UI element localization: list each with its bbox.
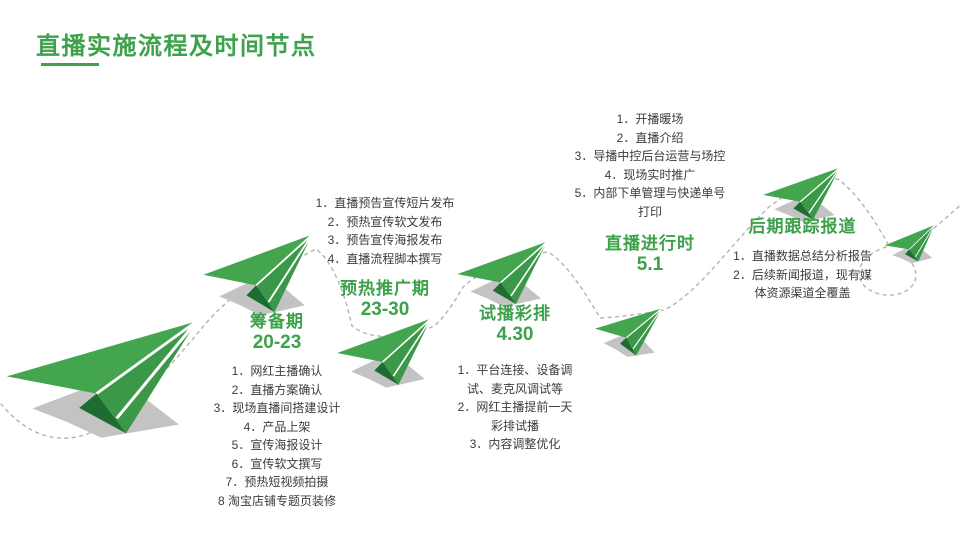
phase-list-item-line: 1．网红主播确认 [231, 364, 323, 378]
phase-list-item-line: 2．直播方案确认 [231, 382, 323, 397]
phase-list-item-line: 1．平台连接、设备调 [457, 363, 573, 377]
title-underline [41, 63, 99, 66]
phase-list-item-line: 3．现场直播间搭建设计 [213, 401, 341, 415]
phase-list-item-line: 7．预热短视频拍摄 [225, 475, 329, 489]
phase-list-item-line: 5．内部下单管理与快递单号 [574, 186, 726, 200]
phase-dates: 23-30 [360, 299, 410, 320]
phase-list-item-line: 体资源渠道全覆盖 [754, 286, 851, 300]
phase-list-item-line: 2．直播介绍 [616, 130, 684, 145]
phase-dates: 20-23 [252, 332, 302, 353]
phase-list-item-line: 2．后续新闻报道，现有媒 [733, 267, 872, 282]
phase-section-warmup-promotion: 1．直播预告宣传短片发布 2．预热宣传软文发布 3．预告宣传海报发布 4．直播流程脚本… [290, 194, 480, 320]
phase-list-item-line: 彩排试播 [490, 418, 539, 433]
phase-title: 筹备期 [250, 312, 304, 331]
phase-section-live-streaming: 1．开播暖场 2．直播介绍 3．导播中控后台运营与场控 4．现场实时推广 5．内部下单管… [555, 110, 745, 275]
phase-item-list: 1．直播预告宣传短片发布 2．预热宣传软文发布 3．预告宣传海报发布 4．直播流程脚本… [290, 194, 480, 268]
phase-list-item-line: 6．宣传软文撰写 [231, 456, 323, 471]
phase-list-item-line: 5．宣传海报设计 [231, 438, 323, 452]
phase-list-item-line: 4．现场实时推广 [604, 167, 696, 182]
phase-heading: 后期跟踪报道 [710, 216, 895, 237]
phase-item-list: 1．平台连接、设备调试、麦克风调试等 2．网红主播提前一天彩排试播 3．内容调整优化 [425, 361, 605, 454]
phase-title: 后期跟踪报道 [748, 217, 857, 236]
phase-list-item-line: 3．导播中控后台运营与场控 [574, 149, 726, 163]
phase-title: 试播彩排 [479, 304, 551, 323]
phase-title: 直播进行时 [605, 234, 695, 253]
phase-list-item-line: 1．直播预告宣传短片发布 [315, 196, 455, 210]
phase-list-item-line: 4．产品上架 [243, 419, 311, 434]
phase-item-list: 1．开播暖场 2．直播介绍 3．导播中控后台运营与场控 4．现场实时推广 5．内部下单管… [555, 110, 745, 221]
phase-dates: 4.30 [496, 324, 534, 345]
phase-list-item-line: 2．网红主播提前一天 [457, 400, 573, 414]
page-title: 直播实施流程及时间节点 [36, 33, 317, 60]
phase-title: 预热推广期 [340, 279, 430, 298]
phase-list-item-line: 2．预热宣传软文发布 [327, 214, 443, 229]
phase-list-item-line: 3．内容调整优化 [469, 437, 561, 451]
phase-section-follow-up-report: 后期跟踪报道 1．直播数据总结分析报告 2．后续新闻报道，现有媒体资源渠道全覆盖 [710, 216, 895, 303]
phase-list-item-line: 1．直播数据总结分析报告 [733, 249, 872, 263]
phase-dates: 5.1 [636, 254, 664, 275]
phase-list-item-line: 试、麦克风调试等 [466, 381, 563, 396]
phase-list-item-line: 打印 [637, 204, 662, 219]
phase-list-item-line: 4．直播流程脚本撰写 [327, 251, 443, 266]
phase-list-item-line: 1．开播暖场 [616, 112, 684, 126]
phase-item-list: 1．直播数据总结分析报告 2．后续新闻报道，现有媒体资源渠道全覆盖 [710, 247, 895, 303]
phase-list-item-line: 8 淘宝店铺专题页装修 [217, 493, 336, 508]
phase-list-item-line: 3．预告宣传海报发布 [327, 233, 443, 247]
phase-item-list: 1．网红主播确认 2．直播方案确认 3．现场直播间搭建设计 4．产品上架 5．宣传海报设… [177, 362, 377, 510]
